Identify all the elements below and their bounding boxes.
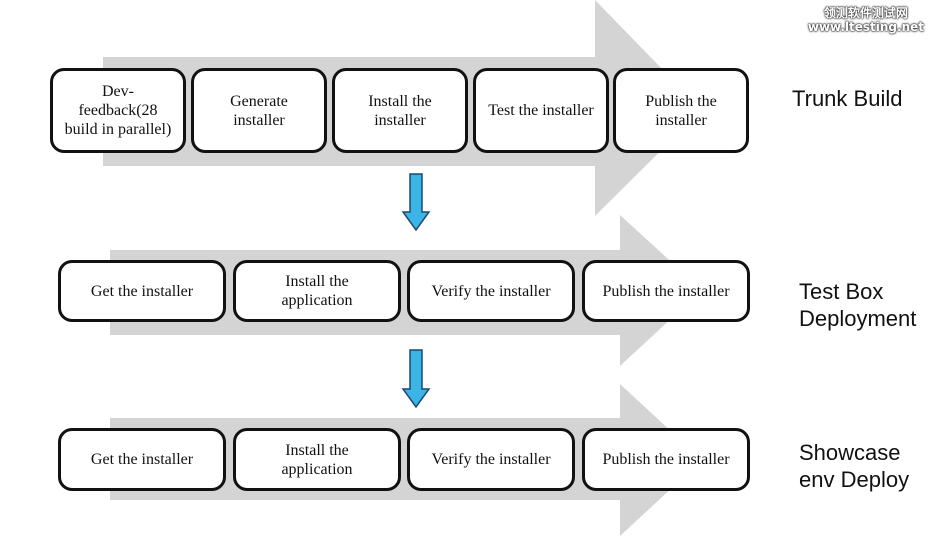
step-box: Install the application bbox=[233, 260, 401, 322]
stage-label: Showcase env Deploy bbox=[799, 440, 910, 492]
step-box: Get the installer bbox=[58, 260, 226, 322]
step-box: Publish the installer bbox=[582, 260, 750, 322]
stage-arrow-test-box bbox=[110, 215, 702, 366]
step-box: Get the installer bbox=[58, 428, 226, 491]
step-box: Verify the installer bbox=[407, 260, 575, 322]
step-box: Install the application bbox=[233, 428, 401, 491]
down-arrow-icon bbox=[401, 173, 431, 232]
stage-label: Trunk Build bbox=[792, 86, 903, 111]
step-box: Publish the installer bbox=[582, 428, 750, 491]
step-box: Publish the installer bbox=[613, 68, 749, 153]
stage-arrow-showcase bbox=[110, 384, 702, 536]
watermark-line2: www.ltesting.net bbox=[807, 20, 924, 34]
step-box: Dev- feedback(28 build in parallel) bbox=[50, 68, 186, 153]
stage-label: Test Box Deployment bbox=[799, 279, 917, 331]
step-box: Verify the installer bbox=[407, 428, 575, 491]
step-box: Install the installer bbox=[332, 68, 468, 153]
step-box: Test the installer bbox=[473, 68, 609, 153]
watermark-line1: 领测软件测试网 bbox=[823, 6, 908, 20]
down-arrow-icon bbox=[401, 349, 431, 409]
step-box: Generate installer bbox=[191, 68, 327, 153]
